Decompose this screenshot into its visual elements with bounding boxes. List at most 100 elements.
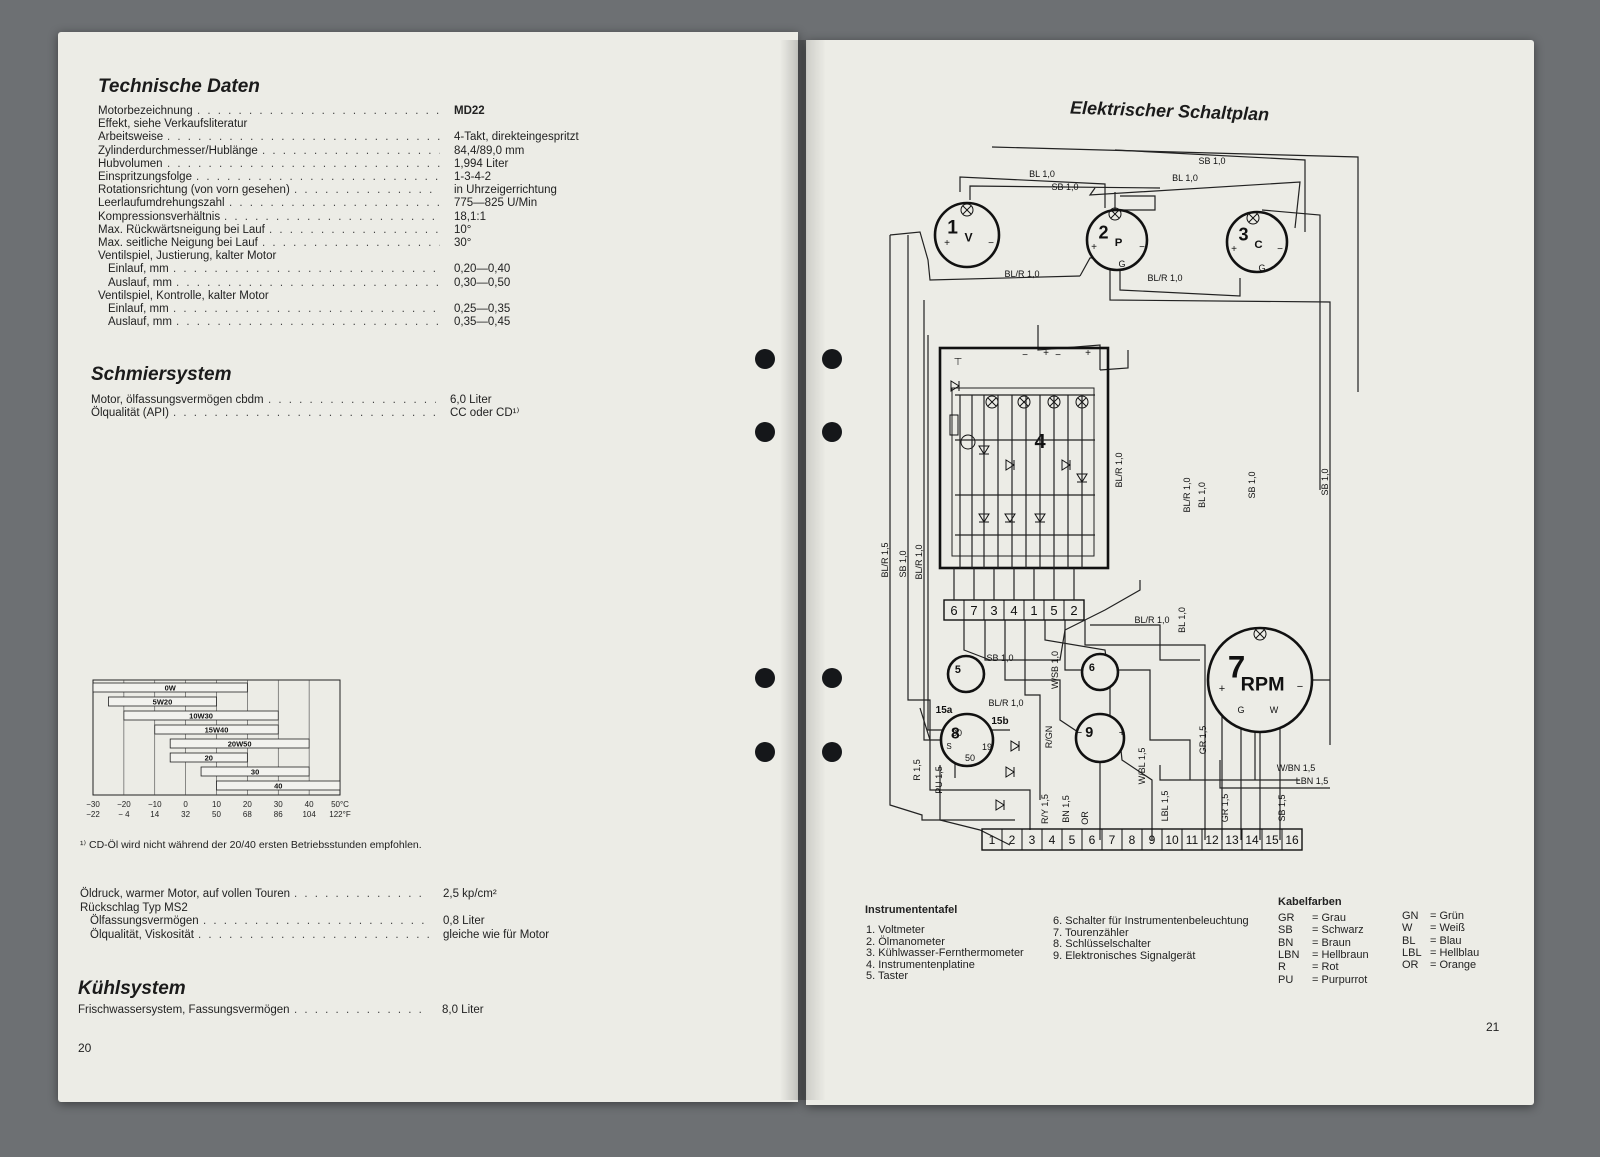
- lamp-icon: [1255, 629, 1265, 639]
- cable-color-name: = Hellbraun: [1312, 948, 1369, 961]
- wire: [1119, 739, 1153, 840]
- cable-code: W: [1402, 922, 1413, 935]
- gauge-number: 7: [1228, 649, 1245, 684]
- fahrenheit-tick: − 4: [118, 810, 130, 819]
- cable-color-name: = Purpurrot: [1312, 973, 1368, 986]
- polarity-mark: +: [1231, 244, 1237, 255]
- wire-label: BL 1,0: [1197, 482, 1207, 508]
- wire-label: R/GN: [1044, 726, 1054, 749]
- punch-hole: [755, 349, 775, 369]
- polarity-mark: +: [1091, 242, 1097, 253]
- celsius-tick: −20: [117, 800, 131, 809]
- terminal-number: 4: [1049, 833, 1056, 847]
- spec-row: Motorbezeichnung. . . . . . . . . . . . …: [98, 105, 654, 119]
- spec-row: Kompressionsverhältnis. . . . . . . . . …: [98, 211, 654, 225]
- lamp-icon: [987, 397, 997, 407]
- terminal-number: 9: [1149, 833, 1156, 847]
- terminal-number: 6: [1089, 833, 1096, 847]
- polarity-mark: +: [1085, 348, 1091, 359]
- leader-dots: . . . . . . . . . . . . . . . . . . . . …: [167, 131, 440, 144]
- instrument-item: 7. Tourenzähler: [1053, 926, 1129, 939]
- wire: [889, 231, 1081, 281]
- wire: [1159, 765, 1300, 781]
- cable-code: SB: [1278, 924, 1293, 937]
- terminal-number: 11: [1186, 833, 1199, 847]
- gauge-letter: V: [965, 230, 974, 244]
- diode-icon: [1005, 459, 1015, 471]
- wire: [1261, 209, 1321, 490]
- leader-dots: . . . . . . . . . . . . . . . . . . . . …: [262, 144, 440, 157]
- key-switch: [939, 712, 995, 768]
- polarity-mark: −: [1022, 350, 1028, 361]
- cable-color-name: = Braun: [1312, 936, 1351, 949]
- wire: [1088, 181, 1301, 229]
- leader-dots: . . . . . . . . . . . . . . . . . . . . …: [173, 263, 440, 276]
- leader-dots: . . . . . . . . . . . . . . . . . . . . …: [173, 303, 440, 315]
- lamp-icon: [1248, 213, 1258, 223]
- terminal-number: 12: [1205, 833, 1219, 847]
- voltmeter-gauge: [933, 201, 1001, 269]
- wire-label: W/BL 1,5: [1137, 748, 1147, 785]
- wire-label: SB 1,0: [1247, 471, 1257, 498]
- gauge-letter: RPM: [1241, 673, 1285, 695]
- wire: [907, 235, 931, 740]
- key-terminal: 19: [982, 742, 992, 752]
- wire: [991, 146, 1359, 392]
- wire: [1109, 258, 1331, 745]
- gauge-number: 9: [1085, 725, 1093, 741]
- spec-value: 775—825 U/Min: [454, 197, 538, 210]
- viscosity-bar: [123, 710, 279, 721]
- wire-label: GR 1,5: [1198, 726, 1208, 755]
- spec-label: Ventilspiel, Kontrolle, kalter Motor: [98, 289, 269, 302]
- lamp-icon: [1110, 209, 1120, 219]
- terminal-number: 1: [989, 833, 996, 847]
- gauge-number: 3: [1238, 225, 1248, 245]
- spec-value: 84,4/89,0 mm: [454, 144, 525, 157]
- wire-label: R 1,5: [912, 759, 922, 781]
- spec-label: Hubvolumen: [98, 157, 163, 170]
- diode-icon: [950, 380, 960, 392]
- polarity-mark: −: [1076, 727, 1082, 739]
- cable-color-name: = Blau: [1430, 934, 1462, 947]
- gauge-number: 1: [947, 217, 958, 238]
- wire-label: SB 1,0: [1320, 468, 1330, 495]
- leader-dots: . . . . . . . . . . . . . . . . . . . . …: [173, 407, 436, 420]
- instrumententafel-heading: Instrumententafel: [865, 904, 958, 916]
- fahrenheit-tick: 86: [274, 810, 283, 819]
- viscosity-bar: [108, 696, 217, 707]
- key-terminal: S: [946, 742, 951, 751]
- spec-row: Frischwassersystem, Fassungsvermögen. . …: [78, 1004, 642, 1018]
- kabelfarben-heading: Kabelfarben: [1278, 896, 1342, 908]
- polarity-mark: +: [944, 238, 950, 249]
- page-number-left: 20: [78, 1041, 92, 1055]
- right-page: [806, 40, 1534, 1105]
- leader-dots: . . . . . . . . . . . . . . . . . . . . …: [198, 928, 429, 941]
- polarity-mark: +: [1043, 348, 1049, 359]
- wire-label: BL 1,0: [1177, 607, 1187, 633]
- wire-label: PU 1,5: [934, 766, 944, 794]
- instrument-item: 4. Instrumentenplatine: [866, 958, 975, 971]
- spec-value: gleiche wie für Motor: [443, 928, 550, 941]
- spec-value: 4-Takt, direkteingespritzt: [454, 131, 579, 144]
- punch-hole: [755, 422, 775, 442]
- spec-row: Ventilspiel, Kontrolle, kalter Motor: [98, 290, 654, 304]
- lamp-icon: [1108, 207, 1122, 221]
- terminal-mark: G: [1237, 705, 1244, 715]
- spec-value: CC oder CD¹⁾: [450, 407, 520, 420]
- spec-row: Ölqualität (API) . . . . . . . . . . . . …: [91, 407, 650, 421]
- viscosity-grade-label: 10W30: [189, 712, 213, 721]
- polarity-mark: −: [1139, 242, 1145, 253]
- viscosity-grade-label: 20: [205, 754, 213, 763]
- spec-row: Hubvolumen. . . . . . . . . . . . . . . …: [98, 158, 654, 172]
- wire: [889, 235, 1015, 821]
- board-inner-frame: [951, 387, 1095, 557]
- celsius-tick: 30: [274, 800, 283, 809]
- spec-label: Max. seitliche Neigung bei Lauf: [98, 237, 258, 249]
- spec-value: in Uhrzeigerrichtung: [454, 184, 557, 197]
- spec-value: 10°: [454, 223, 472, 236]
- terminal-mark: G: [1118, 259, 1125, 269]
- spec-value: 2,5 kp/cm²: [443, 888, 497, 900]
- terminal-number: 5: [1050, 603, 1057, 618]
- spec-row: Motor, ölfassungsvermögen cbdm. . . . . …: [91, 394, 650, 408]
- spec-label: Ölqualität (API): [91, 407, 169, 420]
